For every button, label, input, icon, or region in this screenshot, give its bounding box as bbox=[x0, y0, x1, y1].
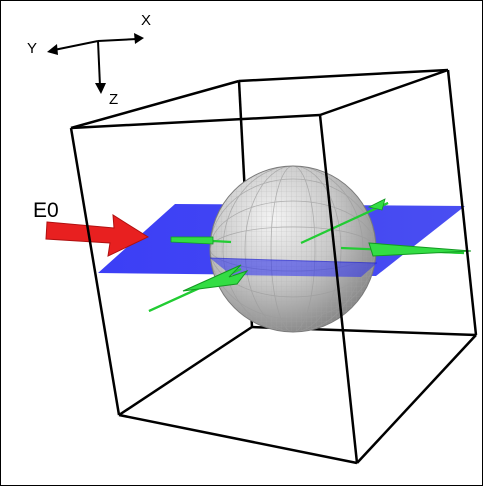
z-axis-label: Z bbox=[109, 91, 118, 108]
x-axis-arrowhead bbox=[134, 33, 144, 44]
vector-arrowhead-small-right bbox=[367, 198, 386, 211]
y-axis-label: Y bbox=[27, 40, 37, 57]
field-label: E0 bbox=[33, 199, 59, 222]
y-axis-line bbox=[53, 40, 99, 51]
coordinate-axes: X Y Z bbox=[27, 12, 151, 108]
x-axis-label: X bbox=[141, 12, 151, 29]
x-axis-line bbox=[97, 38, 138, 42]
cube-front-edges bbox=[69, 68, 478, 465]
z-axis-arrowhead bbox=[95, 83, 106, 94]
vector-arrowhead-right bbox=[368, 242, 472, 257]
vector-arrows bbox=[148, 198, 472, 313]
y-axis-arrowhead bbox=[47, 44, 58, 55]
arrow-right-icon bbox=[45, 214, 150, 257]
vector-arrowhead-small-left bbox=[170, 236, 214, 245]
incident-field-arrow: E0 bbox=[33, 199, 150, 257]
z-axis-line bbox=[97, 40, 101, 87]
vector-arrowhead-left bbox=[182, 264, 249, 292]
